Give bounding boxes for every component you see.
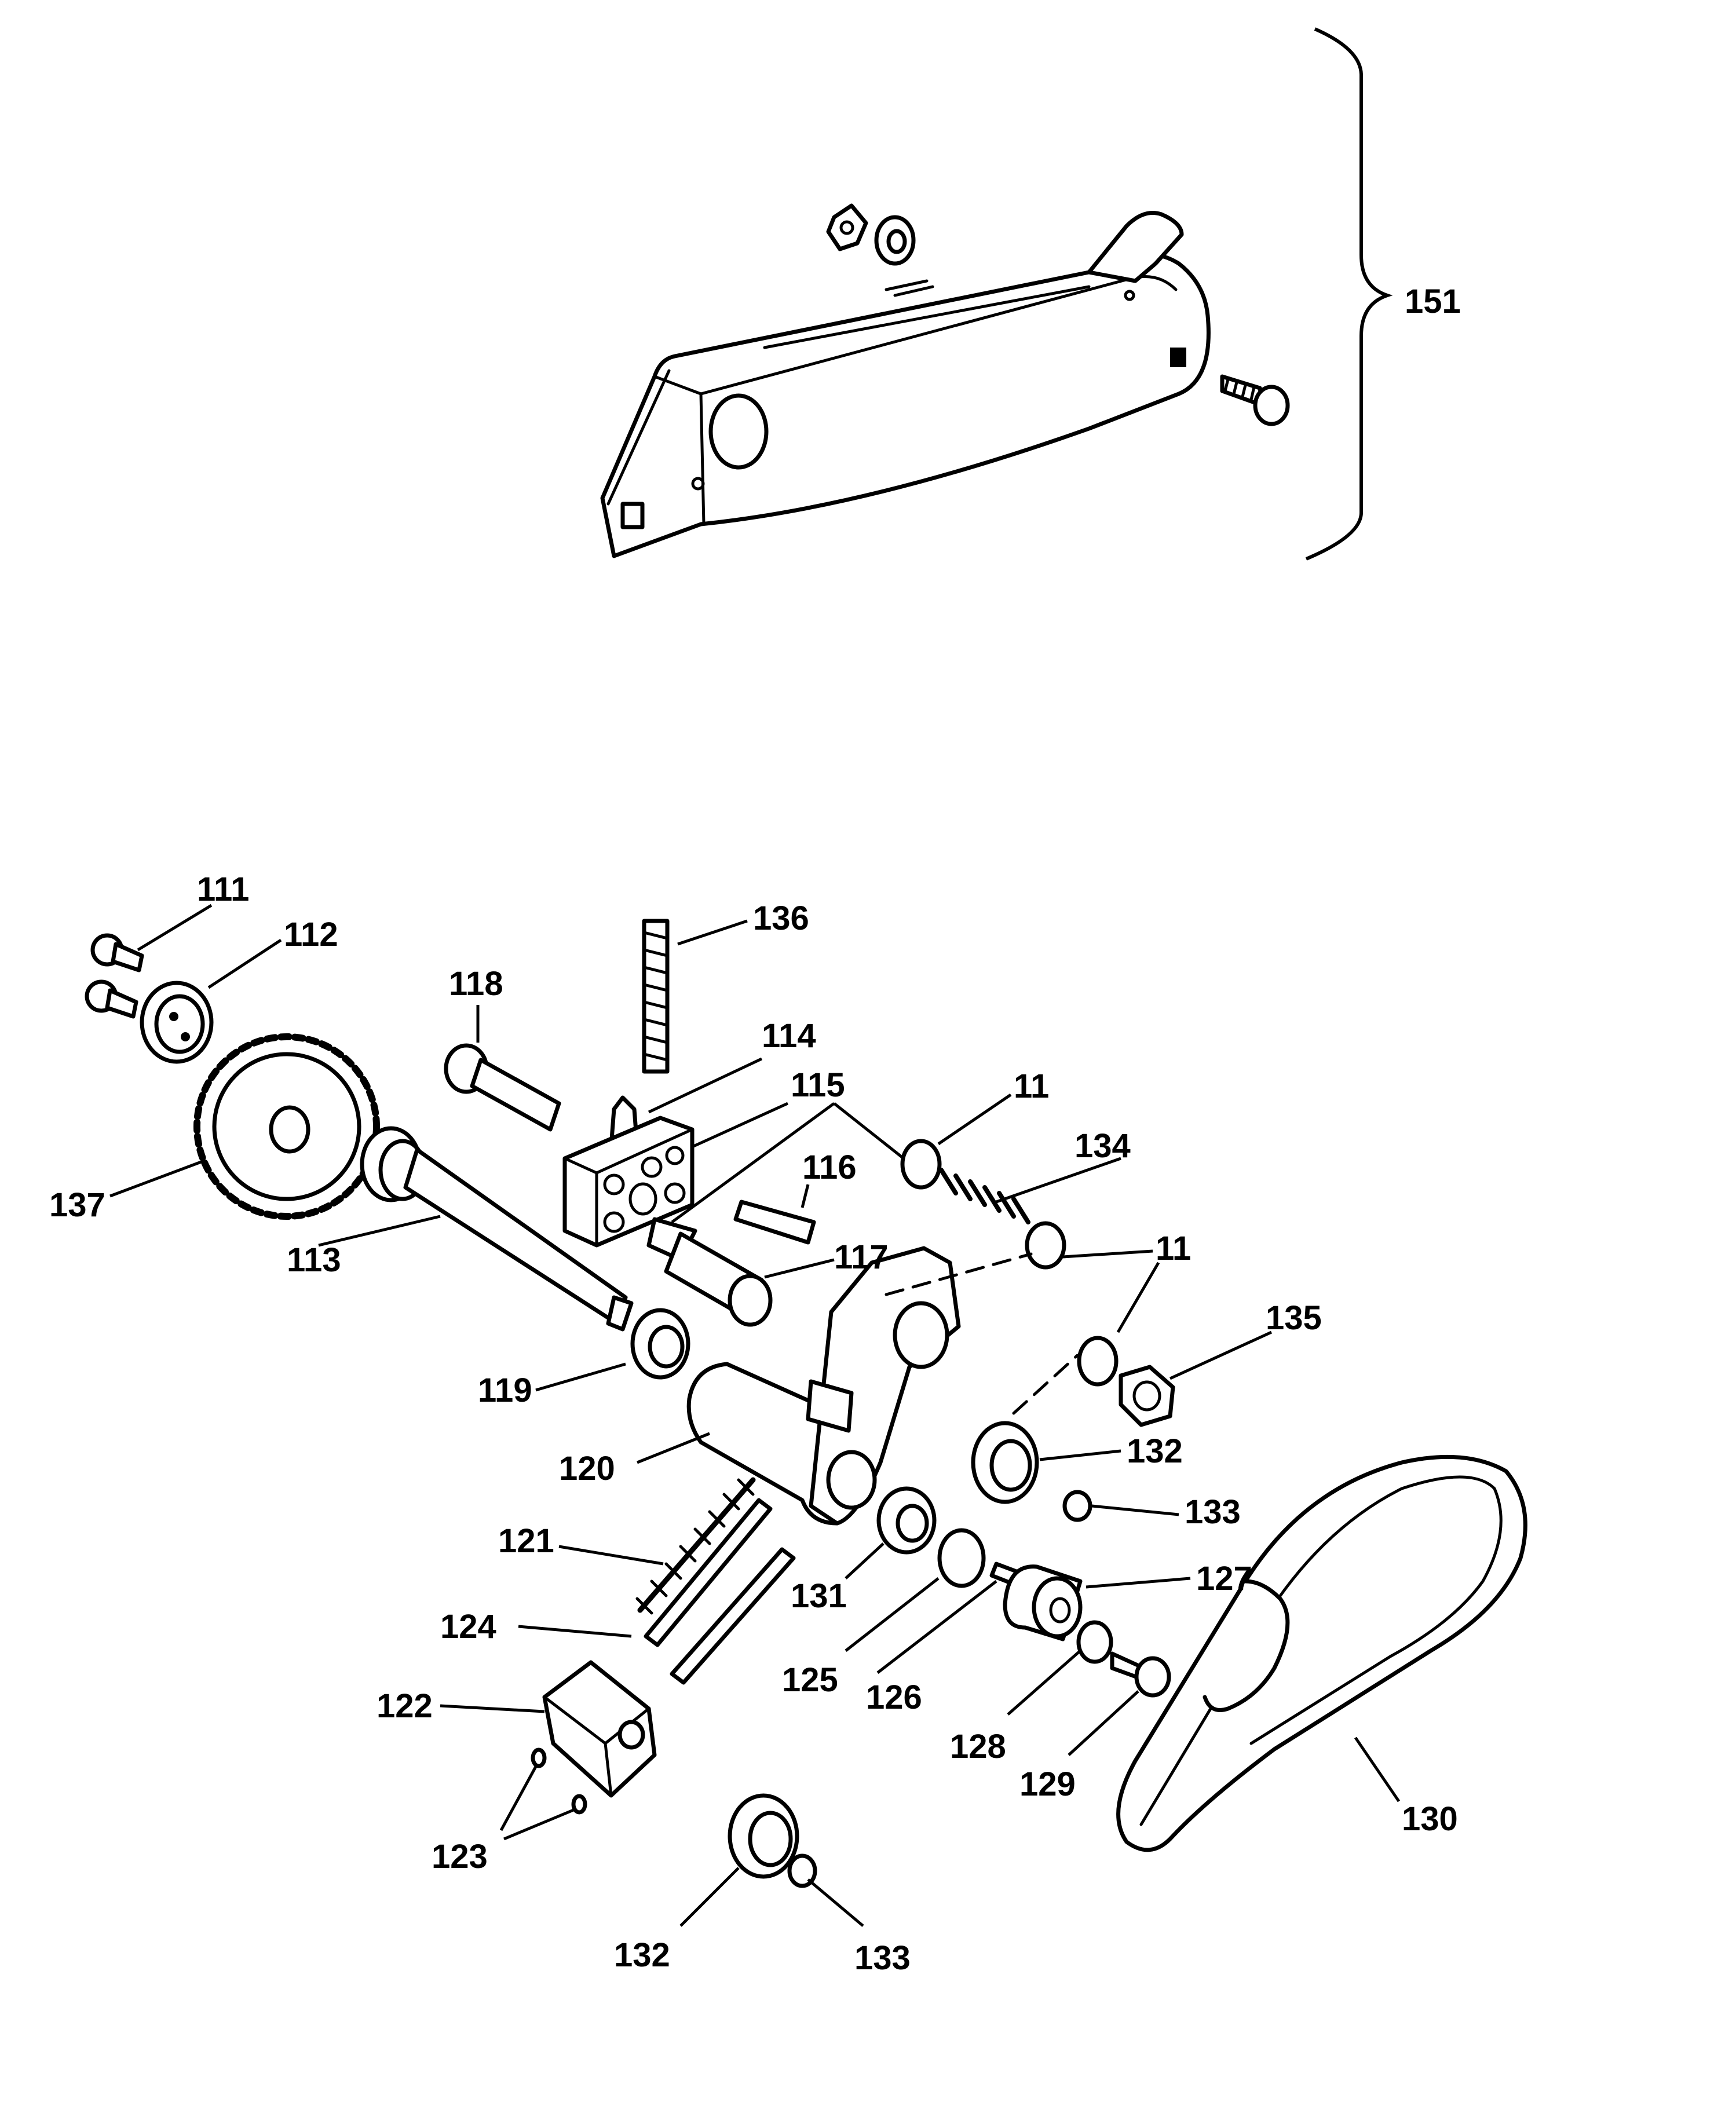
bearing-132-upper — [971, 1421, 1039, 1504]
label-151: 151 — [1405, 283, 1461, 320]
screws-111 — [85, 933, 144, 1019]
label-127: 127 — [1196, 1560, 1252, 1597]
brace-151 — [1305, 27, 1393, 561]
rod-124-b — [670, 1547, 796, 1685]
washer-11-right — [1077, 1336, 1119, 1387]
label-122: 122 — [377, 1687, 433, 1725]
washer-128 — [1076, 1620, 1113, 1664]
bearing-132-lower — [728, 1793, 799, 1879]
belt-130 — [1116, 1454, 1527, 1852]
washer-11-lower — [1025, 1221, 1066, 1270]
circlip-133-upper — [1062, 1490, 1092, 1522]
label-126: 126 — [866, 1679, 922, 1716]
label-11-right: 11 — [1156, 1230, 1191, 1267]
label-119: 119 — [478, 1372, 532, 1409]
pulley-127 — [1003, 1564, 1083, 1641]
label-134: 134 — [1075, 1127, 1131, 1165]
washer-11-top — [900, 1139, 942, 1190]
label-114: 114 — [762, 1017, 816, 1055]
circlip-125 — [937, 1528, 986, 1588]
rod-124-a — [644, 1498, 773, 1647]
circlip-133-lower — [787, 1853, 817, 1888]
label-123: 123 — [432, 1838, 488, 1875]
saw-blade-137 — [193, 1033, 380, 1220]
label-112: 112 — [284, 916, 338, 953]
label-133-lower: 133 — [854, 1939, 911, 1977]
pin-123-a — [531, 1747, 547, 1768]
label-132-lower: 132 — [614, 1936, 670, 1974]
label-11-top: 11 — [1014, 1067, 1049, 1105]
label-121: 121 — [498, 1522, 554, 1560]
collar-112 — [140, 981, 214, 1064]
pin-117 — [646, 1217, 773, 1327]
label-124: 124 — [440, 1608, 496, 1646]
label-111: 111 — [197, 871, 249, 908]
spring-134 — [939, 1168, 1030, 1224]
label-131: 131 — [791, 1577, 847, 1615]
nut-135 — [1119, 1365, 1175, 1427]
label-133-upper: 133 — [1185, 1493, 1241, 1531]
pin-123-b — [571, 1794, 587, 1815]
bolt-118 — [444, 1043, 561, 1132]
threaded-rod-136 — [642, 919, 670, 1074]
label-117: 117 — [834, 1238, 889, 1276]
label-135: 135 — [1266, 1299, 1322, 1337]
label-130: 130 — [1402, 1800, 1458, 1838]
label-136: 136 — [753, 900, 809, 937]
label-125: 125 — [782, 1661, 838, 1699]
screw-116 — [733, 1200, 816, 1245]
block-122 — [542, 1660, 657, 1798]
label-128: 128 — [950, 1728, 1006, 1765]
bearing-119 — [630, 1308, 690, 1380]
label-116: 116 — [802, 1149, 857, 1186]
label-129: 129 — [1019, 1765, 1076, 1803]
arbor-housing-120 — [686, 1246, 961, 1526]
assembly-line-b — [1012, 1354, 1079, 1415]
screw-129 — [1110, 1651, 1171, 1698]
assembly-line-a — [885, 1252, 1033, 1296]
label-118: 118 — [449, 965, 503, 1003]
leader-lines — [109, 904, 1401, 1927]
label-137: 137 — [49, 1186, 105, 1224]
label-113: 113 — [287, 1241, 341, 1279]
label-120: 120 — [559, 1450, 615, 1487]
label-132-upper: 132 — [1127, 1432, 1183, 1470]
shaft-113 — [360, 1126, 634, 1332]
bearing-131 — [876, 1486, 937, 1555]
block-115 — [562, 1116, 695, 1248]
guard-housing-assembly — [600, 203, 1290, 558]
label-115: 115 — [791, 1066, 845, 1104]
spring-121 — [635, 1477, 756, 1615]
